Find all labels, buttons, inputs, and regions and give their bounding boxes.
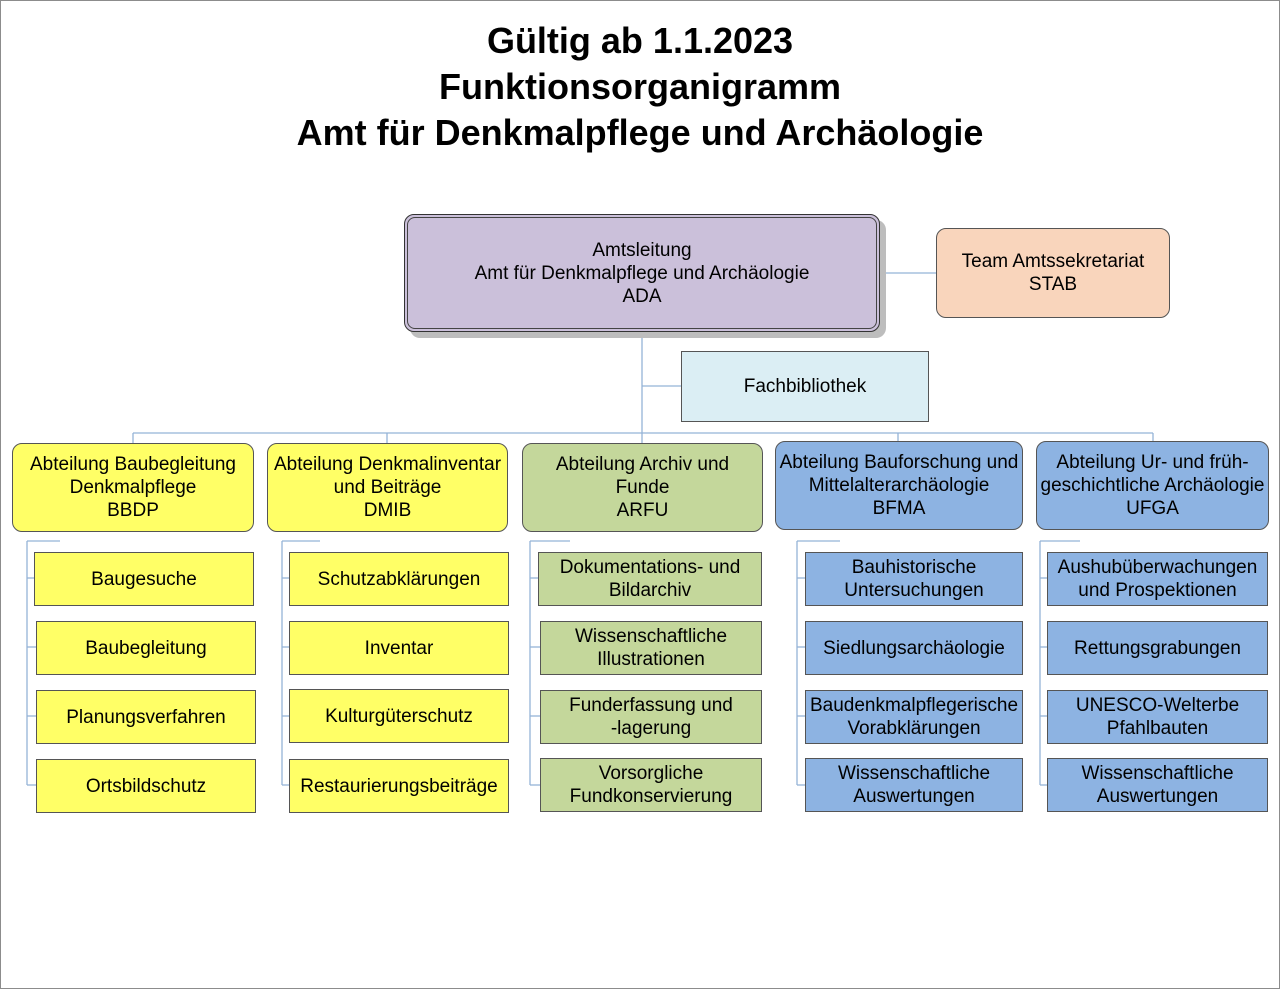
unit-box: Siedlungsarchäologie [805,621,1023,675]
unit-line-1: Baubegleitung [85,637,207,659]
unit-line-2: Untersuchungen [844,580,984,601]
unit-line-1: Bauhistorische [851,557,977,578]
unit-box: Bauhistorische Untersuchungen [805,552,1023,606]
unit-box: Vorsorgliche Fundkonservierung [540,758,762,812]
unit-line-1: Schutzabklärungen [317,568,481,590]
department-line-3: BFMA [872,498,926,519]
head-box: Amtsleitung Amt für Denkmalpflege und Ar… [404,214,880,332]
unit-line-1: Aushubüberwachungen [1057,557,1258,578]
department-line-1: Abteilung Ur- und früh- [1056,452,1249,473]
unit-line-1: UNESCO-Welterbe [1075,695,1240,716]
department-box-ufga: Abteilung Ur- und früh- geschichtliche A… [1036,441,1269,530]
unit-line-2: Auswertungen [853,786,975,807]
unit-box: Schutzabklärungen [289,552,509,606]
department-box-bfma: Abteilung Bauforschung und Mittelalterar… [775,441,1023,530]
department-line-2: Denkmalpflege [69,477,197,498]
unit-box: Rettungsgrabungen [1047,621,1268,675]
department-line-1: Abteilung Baubegleitung [29,454,236,475]
unit-box: Ortsbildschutz [36,759,256,813]
unit-line-1: Wissenschaftliche [1081,763,1234,784]
unit-box: Restaurierungsbeiträge [289,759,509,813]
department-line-3: ARFU [616,500,669,521]
unit-line-1: Dokumentations- und [559,557,741,578]
unit-line-2: Pfahlbauten [1106,718,1209,739]
unit-line-1: Wissenschaftliche [574,626,728,647]
unit-line-2: Auswertungen [1096,786,1219,807]
unit-box: Baubegleitung [36,621,256,675]
unit-line-1: Planungsverfahren [66,706,226,728]
unit-line-2: Illustrationen [597,649,705,670]
head-line-3: ADA [622,285,662,307]
unit-box: Baugesuche [34,552,254,606]
unit-box: UNESCO-Welterbe Pfahlbauten [1047,690,1268,744]
department-box-dmib: Abteilung Denkmalinventar und Beiträge D… [267,443,508,532]
title-line-3: Amt für Denkmalpflege und Archäologie [296,112,984,153]
unit-box: Dokumentations- und Bildarchiv [538,552,762,606]
unit-line-1: Rettungsgrabungen [1074,637,1241,659]
department-line-1: Abteilung Denkmalinventar [273,454,502,475]
unit-box: Aushubüberwachungen und Prospektionen [1047,552,1268,606]
unit-box: Funderfassung und -lagerung [540,690,762,744]
unit-line-1: Restaurierungsbeiträge [300,775,498,797]
department-box-bbdp: Abteilung Baubegleitung Denkmalpflege BB… [12,443,254,532]
title-line-1: Gültig ab 1.1.2023 [486,20,794,61]
department-line-1: Abteilung Bauforschung und [779,452,1019,473]
unit-line-1: Kulturgüterschutz [325,705,473,727]
unit-box: Kulturgüterschutz [289,689,509,743]
unit-line-2: Bildarchiv [608,580,692,601]
unit-box: Wissenschaftliche Auswertungen [805,758,1023,812]
unit-line-1: Baugesuche [91,568,197,590]
unit-line-1: Funderfassung und [569,695,733,716]
library-box: Fachbibliothek [681,351,929,422]
department-line-3: DMIB [363,500,412,521]
library-label: Fachbibliothek [743,376,867,397]
secretariat-box: Team Amtssekretariat STAB [936,228,1170,318]
department-line-2: Funde [615,477,670,498]
unit-line-2: und Prospektionen [1078,580,1237,601]
unit-box: Wissenschaftliche Auswertungen [1047,758,1268,812]
department-line-2: geschichtliche Archäologie [1040,475,1265,496]
unit-line-2: Vorabklärungen [847,718,981,739]
unit-line-2: -lagerung [610,718,692,739]
department-line-2: und Beiträge [333,477,442,498]
secretariat-line-2: STAB [1028,274,1078,295]
unit-box: Baudenkmalpflegerische Vorabklärungen [805,690,1023,744]
department-box-arfu: Abteilung Archiv und Funde ARFU [522,443,763,532]
department-line-2: Mittelalterarchäologie [808,475,990,496]
unit-line-1: Inventar [364,637,434,659]
secretariat-line-1: Team Amtssekretariat [961,251,1145,272]
department-line-3: BBDP [107,500,159,521]
unit-line-1: Baudenkmalpflegerische [809,695,1019,716]
title-line-2: Funktionsorganigramm [438,66,842,107]
department-line-3: UFGA [1126,498,1179,519]
unit-line-1: Wissenschaftliche [837,763,991,784]
unit-line-1: Ortsbildschutz [85,775,207,797]
unit-line-1: Vorsorgliche [598,763,704,784]
head-line-1: Amtsleitung [592,239,692,261]
unit-line-1: Siedlungsarchäologie [823,637,1005,659]
unit-box: Planungsverfahren [36,690,256,744]
unit-box: Inventar [289,621,509,675]
unit-box: Wissenschaftliche Illustrationen [540,621,762,675]
unit-line-2: Fundkonservierung [569,786,733,807]
head-line-2: Amt für Denkmalpflege und Archäologie [474,262,810,284]
department-line-1: Abteilung Archiv und [555,454,730,475]
